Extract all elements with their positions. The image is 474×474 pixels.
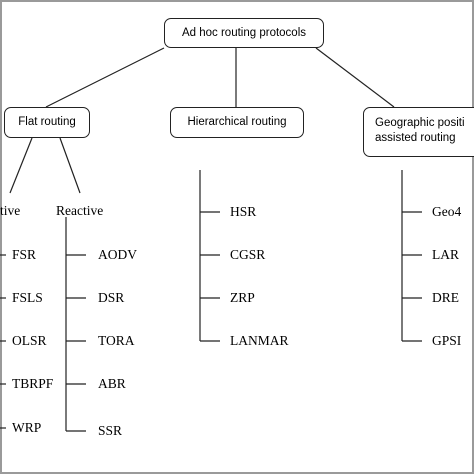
edge-flat-proactive: [9, 137, 33, 194]
geographic-item: LAR: [432, 247, 459, 262]
proactive-label: tive: [0, 203, 21, 218]
reactive-item: TORA: [98, 333, 135, 348]
reactive-item: ABR: [98, 376, 126, 391]
proactive-item: FSLS: [12, 290, 43, 305]
hierarchical-item: HSR: [230, 204, 257, 219]
reactive-item: DSR: [98, 290, 125, 305]
proactive-item: FSR: [12, 247, 37, 262]
flat-routing-node: Flat routing: [4, 107, 90, 138]
geographic-label-line1: Geographic positi: [375, 117, 465, 129]
edge-root-geographic: [315, 47, 395, 108]
hierarchical-item: LANMAR: [230, 333, 289, 348]
proactive-item: OLSR: [12, 333, 47, 348]
hierarchical-item: CGSR: [230, 247, 266, 262]
root-node: Ad hoc routing protocols: [164, 18, 324, 48]
proactive-item: TBRPF: [12, 376, 54, 391]
geographic-label-line2: assisted routing: [375, 132, 456, 144]
reactive-item: AODV: [98, 247, 137, 262]
hierarchical-item: ZRP: [230, 290, 255, 305]
proactive-item: WRP: [12, 420, 42, 435]
geographic-item: Geo4: [432, 204, 462, 219]
geographic-routing-node: Geographic positi assisted routing: [363, 107, 474, 157]
reactive-item: SSR: [98, 423, 123, 438]
geographic-item: DRE: [432, 290, 459, 305]
reactive-label: Reactive: [56, 203, 104, 218]
edge-root-flat: [45, 47, 165, 108]
hierarchical-routing-node: Hierarchical routing: [170, 107, 304, 138]
edge-flat-reactive: [59, 137, 81, 194]
geographic-item: GPSI: [432, 333, 462, 348]
